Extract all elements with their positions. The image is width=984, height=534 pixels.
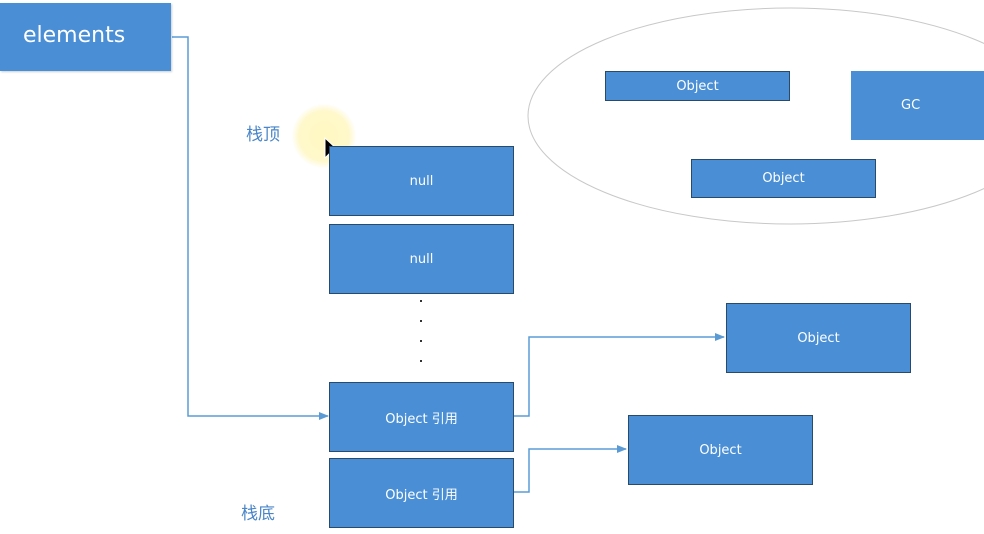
gc-object-label: Object (676, 78, 719, 94)
gc-object-label: Object (762, 171, 805, 186)
heap-object-1: Object (726, 303, 911, 373)
stack-bottom-label: 栈底 (241, 504, 275, 524)
stack-cell-null-1: null (329, 146, 514, 216)
ellipsis-dot (420, 300, 422, 302)
stack-cell-object-ref-2: Object 引用 (329, 458, 514, 528)
elements-to-stack-arrow (172, 36, 329, 420)
ellipsis-dot (420, 360, 422, 362)
heap-object-label: Object (699, 442, 742, 458)
gc-box: GC (851, 71, 984, 140)
stack-top-label: 栈顶 (246, 125, 280, 145)
stack-cell-null-2: null (329, 224, 514, 294)
gc-label: GC (901, 98, 921, 113)
heap-object-label: Object (797, 330, 840, 346)
ellipsis-dot (420, 320, 422, 322)
stack-cell-object-ref-1: Object 引用 (329, 382, 514, 452)
stack-cell-label: null (409, 251, 434, 267)
elements-label: elements (23, 22, 126, 48)
stack-cell-label: null (409, 173, 434, 189)
heap-object-2: Object (628, 415, 813, 485)
gc-object-1: Object (605, 71, 790, 101)
ellipsis-dot (420, 340, 422, 342)
gc-object-2: Object (691, 159, 876, 198)
ref1-to-object-arrow (514, 333, 725, 417)
stack-cell-label: Object 引用 (385, 411, 458, 427)
ref2-to-object-arrow (514, 445, 627, 493)
stack-cell-label: Object 引用 (385, 487, 458, 503)
elements-box: elements (0, 3, 171, 71)
